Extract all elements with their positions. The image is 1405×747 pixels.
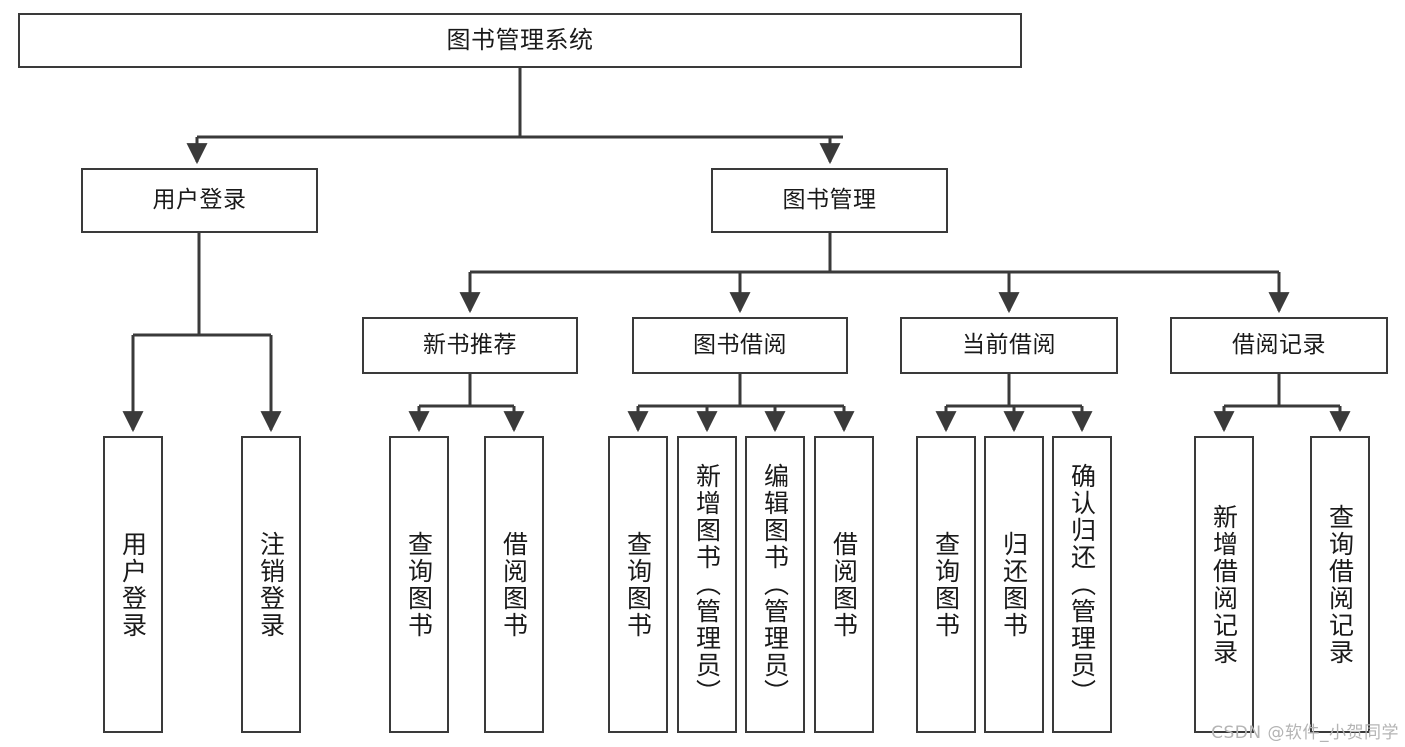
leaf-node-4[interactable]: 借阅图书 (484, 436, 544, 733)
leaf-node-3-label: 查询图书 (404, 530, 434, 639)
leaf-node-13-label: 查询借阅记录 (1325, 503, 1355, 666)
leaf-node-9[interactable]: 查询图书 (916, 436, 976, 733)
leaf-node-6-label: 新增图书（管理员） (692, 463, 722, 706)
root-node-label: 图书管理系统 (446, 25, 594, 54)
leaf-node-4-label: 借阅图书 (499, 530, 529, 639)
leaf-node-12[interactable]: 新增借阅记录 (1194, 436, 1254, 733)
leaf-node-5[interactable]: 查询图书 (608, 436, 668, 733)
leaf-node-3[interactable]: 查询图书 (389, 436, 449, 733)
leaf-node-7-label: 编辑图书（管理员） (760, 463, 790, 706)
level3-node-3[interactable]: 当前借阅 (900, 317, 1118, 374)
leaf-node-2-label: 注销登录 (256, 530, 286, 639)
leaf-node-2[interactable]: 注销登录 (241, 436, 301, 733)
leaf-node-6[interactable]: 新增图书（管理员） (677, 436, 737, 733)
leaf-node-9-label: 查询图书 (931, 530, 961, 639)
root-node[interactable]: 图书管理系统 (18, 13, 1022, 68)
leaf-node-7[interactable]: 编辑图书（管理员） (745, 436, 805, 733)
leaf-node-5-label: 查询图书 (623, 530, 653, 639)
leaf-node-1[interactable]: 用户登录 (103, 436, 163, 733)
leaf-node-13[interactable]: 查询借阅记录 (1310, 436, 1370, 733)
level3-node-4-label: 借阅记录 (1232, 332, 1326, 359)
level2-node-2[interactable]: 图书管理 (711, 168, 948, 233)
level3-node-4[interactable]: 借阅记录 (1170, 317, 1388, 374)
leaf-node-10[interactable]: 归还图书 (984, 436, 1044, 733)
leaf-node-11[interactable]: 确认归还（管理员） (1052, 436, 1112, 733)
level3-node-1-label: 新书推荐 (423, 332, 517, 359)
leaf-node-1-label: 用户登录 (118, 530, 148, 639)
leaf-node-10-label: 归还图书 (999, 530, 1029, 639)
leaf-node-8-label: 借阅图书 (829, 530, 859, 639)
csdn-watermark: CSDN @软件_小贺同学 (1211, 723, 1399, 743)
leaf-node-8[interactable]: 借阅图书 (814, 436, 874, 733)
level2-node-1-label: 用户登录 (152, 187, 247, 214)
level2-node-2-label: 图书管理 (782, 187, 877, 214)
level3-node-3-label: 当前借阅 (962, 332, 1056, 359)
leaf-node-12-label: 新增借阅记录 (1209, 503, 1239, 666)
level3-node-2-label: 图书借阅 (693, 332, 787, 359)
level3-node-1[interactable]: 新书推荐 (362, 317, 578, 374)
level2-node-1[interactable]: 用户登录 (81, 168, 318, 233)
level3-node-2[interactable]: 图书借阅 (632, 317, 848, 374)
leaf-node-11-label: 确认归还（管理员） (1067, 463, 1097, 706)
